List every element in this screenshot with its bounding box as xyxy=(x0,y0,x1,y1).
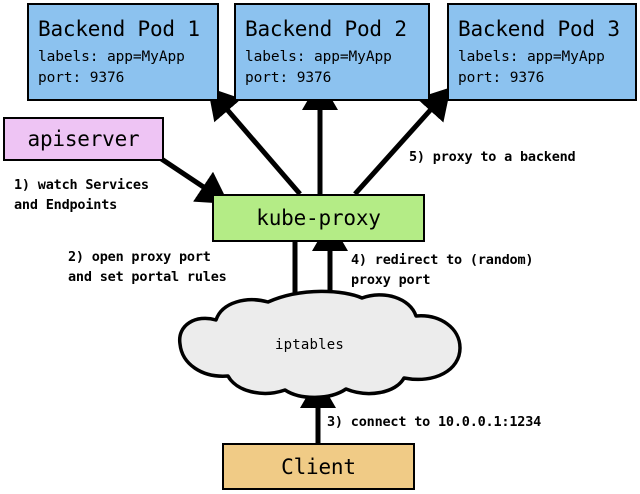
step-3-line-1: 3) connect to 10.0.0.1:1234 xyxy=(327,414,542,430)
apiserver-label: apiserver xyxy=(27,127,140,151)
backend-pod-2-port: port: 9376 xyxy=(245,69,332,86)
backend-pod-3-title: Backend Pod 3 xyxy=(458,16,620,41)
backend-pod-1-port: port: 9376 xyxy=(38,69,125,86)
backend-pod-1-title: Backend Pod 1 xyxy=(38,16,200,41)
step-2-line-2: and set portal rules xyxy=(68,269,227,285)
apiserver-box[interactable]: apiserver xyxy=(3,117,164,161)
backend-pod-3-labels: labels: app=MyApp xyxy=(458,48,605,65)
edge-kubeproxy-to-pod-1 xyxy=(207,87,302,196)
edge-apiserver-to-kubeproxy xyxy=(158,155,229,204)
kube-proxy-label: kube-proxy xyxy=(256,206,381,230)
kube-proxy-box[interactable]: kube-proxy xyxy=(212,194,425,242)
step-5-line-1: 5) proxy to a backend xyxy=(409,149,576,165)
client-label: Client xyxy=(281,454,356,479)
step-1-label: 1) watch Services and Endpoints xyxy=(14,175,149,215)
step-1-line-2: and Endpoints xyxy=(14,197,118,213)
step-2-label: 2) open proxy port and set portal rules xyxy=(68,247,227,287)
backend-pod-2-title: Backend Pod 2 xyxy=(245,16,407,41)
client-box[interactable]: Client xyxy=(222,443,415,490)
iptables-cloud-shape xyxy=(178,289,462,400)
step-4-line-2: proxy port xyxy=(351,272,431,288)
edge-kubeproxy-to-pod-3 xyxy=(353,87,451,196)
step-4-label: 4) redirect to (random) proxy port xyxy=(351,250,534,290)
step-2-line-1: 2) open proxy port xyxy=(68,249,211,265)
backend-pod-2-box[interactable]: Backend Pod 2 labels: app=MyApp port: 93… xyxy=(234,3,430,101)
step-1-line-1: 1) watch Services xyxy=(14,177,149,193)
backend-pod-3-port: port: 9376 xyxy=(458,69,545,86)
step-4-line-1: 4) redirect to (random) xyxy=(351,252,534,268)
iptables-label: iptables xyxy=(275,337,345,353)
backend-pod-2-labels: labels: app=MyApp xyxy=(245,48,392,65)
backend-pod-1-box[interactable]: Backend Pod 1 labels: app=MyApp port: 93… xyxy=(27,3,219,101)
step-5-label: 5) proxy to a backend xyxy=(409,147,576,167)
backend-pod-1-labels: labels: app=MyApp xyxy=(38,48,185,65)
step-3-label: 3) connect to 10.0.0.1:1234 xyxy=(327,412,541,432)
backend-pod-3-box[interactable]: Backend Pod 3 labels: app=MyApp port: 93… xyxy=(447,3,637,101)
